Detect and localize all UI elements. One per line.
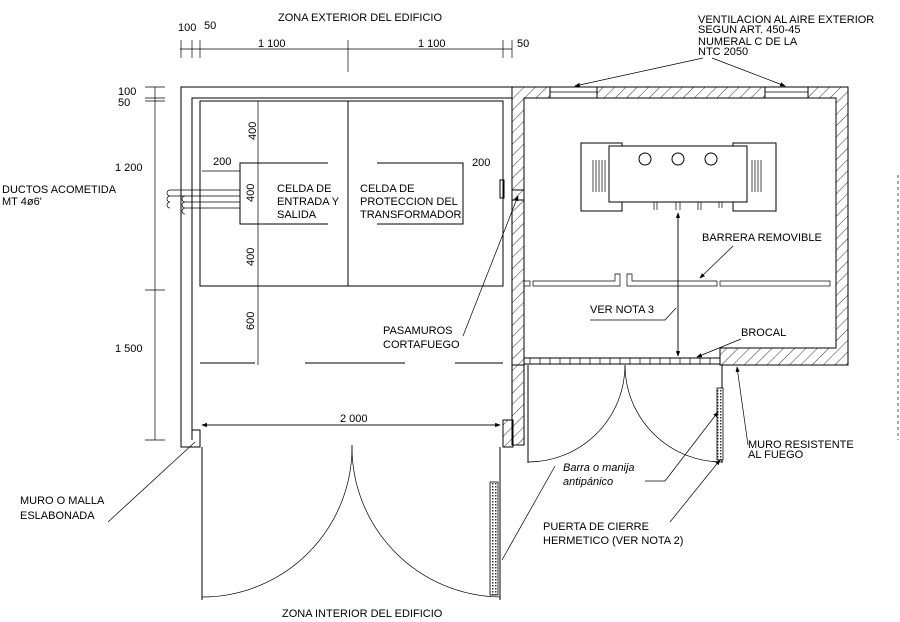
vent-opening-left bbox=[549, 86, 598, 99]
top-dimension: 100 50 1 100 1 100 50 bbox=[178, 20, 529, 72]
dim-top-100: 100 bbox=[178, 22, 196, 34]
brocal-strip bbox=[523, 357, 721, 365]
cable-ducts bbox=[166, 189, 240, 215]
ver-nota-3-label: VER NOTA 3 bbox=[590, 304, 654, 316]
brocal-label: BROCAL bbox=[741, 327, 786, 339]
vent-opening-right bbox=[764, 86, 809, 99]
dim-top-1100b: 1 100 bbox=[418, 38, 446, 50]
dim-top-50b: 50 bbox=[517, 38, 529, 50]
dim-left-1200: 1 200 bbox=[115, 162, 143, 174]
dim-top-50: 50 bbox=[204, 20, 216, 32]
transformer-room: BARRERA REMOVIBLE VER NOTA 3 BROCAL bbox=[511, 86, 849, 463]
dim-top-1100a: 1 100 bbox=[258, 38, 286, 50]
zone-interior-title: ZONA INTERIOR DEL EDIFICIO bbox=[282, 608, 443, 620]
dim-left-1500: 1 500 bbox=[115, 343, 143, 355]
dim-400c: 400 bbox=[245, 248, 257, 266]
dim-200b: 200 bbox=[472, 157, 490, 169]
zone-exterior-title: ZONA EXTERIOR DEL EDIFICIO bbox=[278, 12, 442, 24]
transformer bbox=[580, 142, 777, 212]
removable-barrier bbox=[523, 273, 831, 287]
dim-200a: 200 bbox=[213, 156, 231, 168]
left-dimension: 100 50 1 200 1 500 bbox=[115, 86, 165, 441]
main-double-door: 2 000 bbox=[201, 413, 514, 600]
dim-door-width: 2 000 bbox=[340, 413, 368, 425]
antipanic-bar-right bbox=[716, 387, 724, 461]
barrier-label: BARRERA REMOVIBLE bbox=[702, 232, 822, 244]
dim-left-50: 50 bbox=[118, 97, 130, 109]
antipanic-bar-left bbox=[489, 481, 499, 596]
dim-left-100: 100 bbox=[118, 86, 136, 98]
dim-400b: 400 bbox=[245, 184, 257, 202]
dim-600: 600 bbox=[245, 312, 257, 330]
dim-400a: 400 bbox=[247, 122, 259, 140]
